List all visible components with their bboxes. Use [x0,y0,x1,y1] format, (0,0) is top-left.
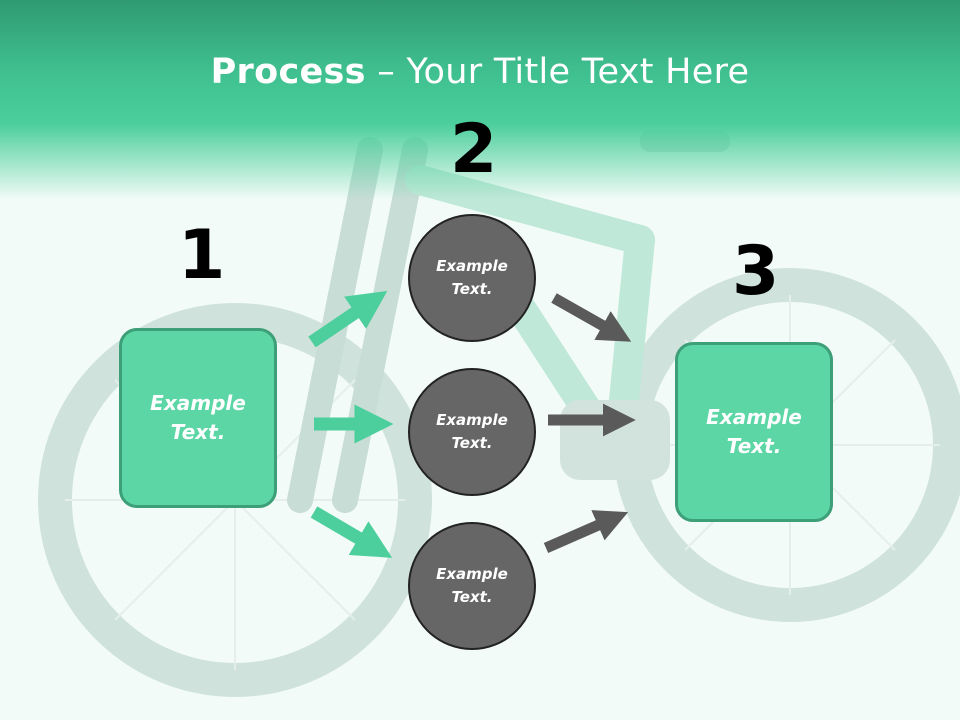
step1-text-box: Example Text. [119,328,277,508]
step3-text-box: Example Text. [675,342,833,522]
step-number-3: 3 [732,232,780,311]
header-band [0,0,960,200]
step-number-2: 2 [450,110,498,189]
arrow-green-up [308,290,388,348]
arrow-gray-down [551,293,632,342]
circle-top-text: Example Text. [436,257,508,298]
title-bold-part: Process [210,52,366,92]
title-rest-part: – Your Title Text Here [365,52,750,92]
circle-middle-text: Example Text. [436,411,508,452]
step2-circle-top: Example Text. [408,214,536,342]
step2-circle-middle: Example Text. [408,368,536,496]
step2-circle-bottom: Example Text. [408,522,536,650]
arrow-green-down [310,506,393,558]
slide-title: Process – Your Title Text Here [0,52,960,92]
step3-text: Example Text. [706,405,802,458]
circle-bottom-text: Example Text. [436,565,508,606]
arrow-gray-up [543,510,629,554]
step-number-1: 1 [178,216,226,295]
step1-text: Example Text. [150,391,246,444]
